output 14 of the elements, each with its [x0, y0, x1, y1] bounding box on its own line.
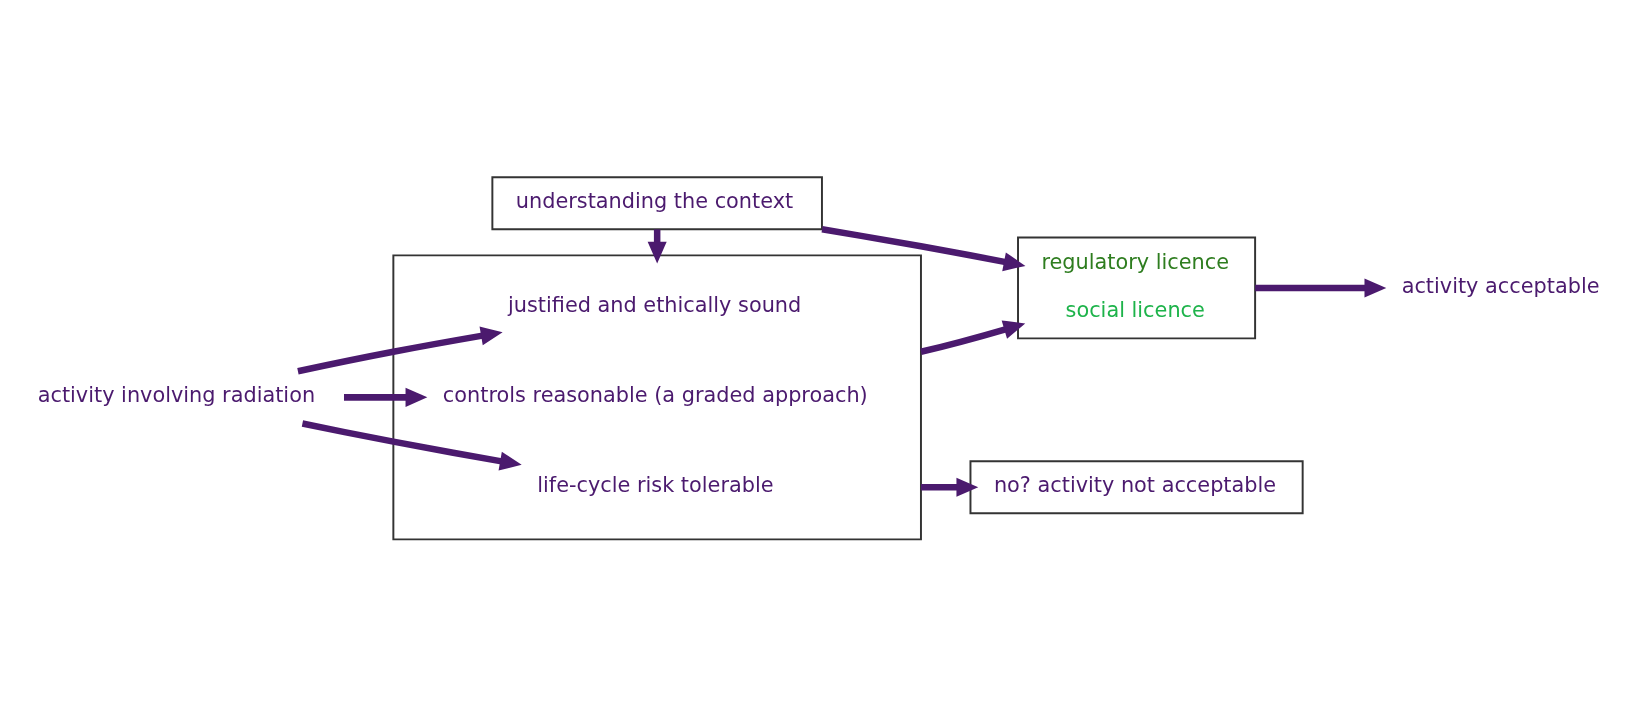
arrow [821, 226, 1026, 272]
node-text: justified and ethically sound [508, 293, 802, 318]
arrow [301, 420, 522, 471]
node-text: life-cycle risk tolerable [537, 473, 774, 498]
node-text: activity involving radiation [37, 383, 316, 408]
cluster [392, 254, 922, 541]
node-text: controls reasonable (a graded approach) [442, 383, 868, 408]
arrow [297, 326, 503, 375]
node-box: understanding the context [491, 176, 823, 231]
node-box: no? activity not acceptable [969, 460, 1304, 515]
arrow [920, 320, 1026, 355]
node-text: activity acceptable [1401, 273, 1600, 298]
arrow [920, 477, 979, 497]
node-box: regulatory licence social licence [1017, 236, 1257, 340]
